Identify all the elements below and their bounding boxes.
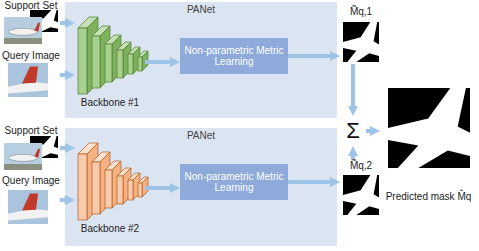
mask (388, 88, 470, 168)
flow-arrow (60, 198, 67, 202)
flow-arrow (60, 21, 67, 25)
backbone-orange (105, 170, 112, 208)
node-label: Query Image (2, 50, 60, 61)
node-label: M̃q,1 (350, 6, 372, 17)
photo (4, 38, 42, 44)
backbone-green (138, 57, 142, 71)
backbone-green (128, 54, 133, 74)
backbone-orange (117, 176, 123, 204)
node-label: Support Set (5, 125, 58, 136)
photo (34, 22, 40, 31)
node-label: Non-parametric Metric Learning (184, 171, 284, 193)
photo (9, 28, 38, 35)
process-box: Non-parametric Metric Learning (180, 164, 288, 200)
node-label: Predicted mask M̂q (386, 191, 472, 202)
mask (343, 22, 379, 62)
backbone-green (117, 50, 123, 78)
node-label: Σ (346, 118, 360, 144)
photo (8, 82, 48, 94)
mask (343, 175, 379, 215)
node-label: PANet (187, 4, 215, 15)
photo (22, 66, 38, 83)
backbone-green (78, 28, 87, 94)
mask (343, 175, 379, 215)
flow-arrow (366, 129, 372, 133)
flow-arrow (351, 154, 355, 160)
backbone-orange (138, 183, 142, 197)
photo (8, 63, 48, 97)
flow-arrow (60, 146, 67, 150)
mask (388, 88, 470, 168)
photo (4, 164, 42, 170)
node-label: Backbone #2 (81, 223, 139, 234)
backbone-green (92, 36, 100, 88)
backbone-orange (78, 154, 87, 220)
node-label: M̃q,2 (350, 160, 372, 171)
flow-arrow (351, 64, 355, 108)
node-label: Support Set (5, 0, 58, 11)
node-label: Query Image (2, 175, 60, 186)
node-label: Backbone #1 (81, 97, 139, 108)
process-box: Non-parametric Metric Learning (180, 38, 288, 74)
node-label: PANet (187, 130, 215, 141)
photo (34, 148, 40, 157)
backbone-orange (128, 180, 133, 200)
backbone-orange (92, 162, 100, 214)
backbone-green (105, 44, 112, 82)
photo (4, 143, 42, 170)
flow-arrow (288, 180, 332, 184)
node-label: Non-parametric Metric Learning (184, 45, 284, 67)
flow-arrow (145, 186, 172, 190)
photo (8, 209, 48, 221)
sum-symbol: Σ (340, 116, 366, 146)
flow-arrow (288, 54, 332, 58)
photo (9, 154, 38, 161)
photo (22, 193, 38, 210)
mask (343, 22, 379, 62)
flow-arrow (145, 60, 172, 64)
photo (8, 190, 48, 224)
photo (4, 17, 42, 44)
flow-arrow (60, 73, 67, 77)
